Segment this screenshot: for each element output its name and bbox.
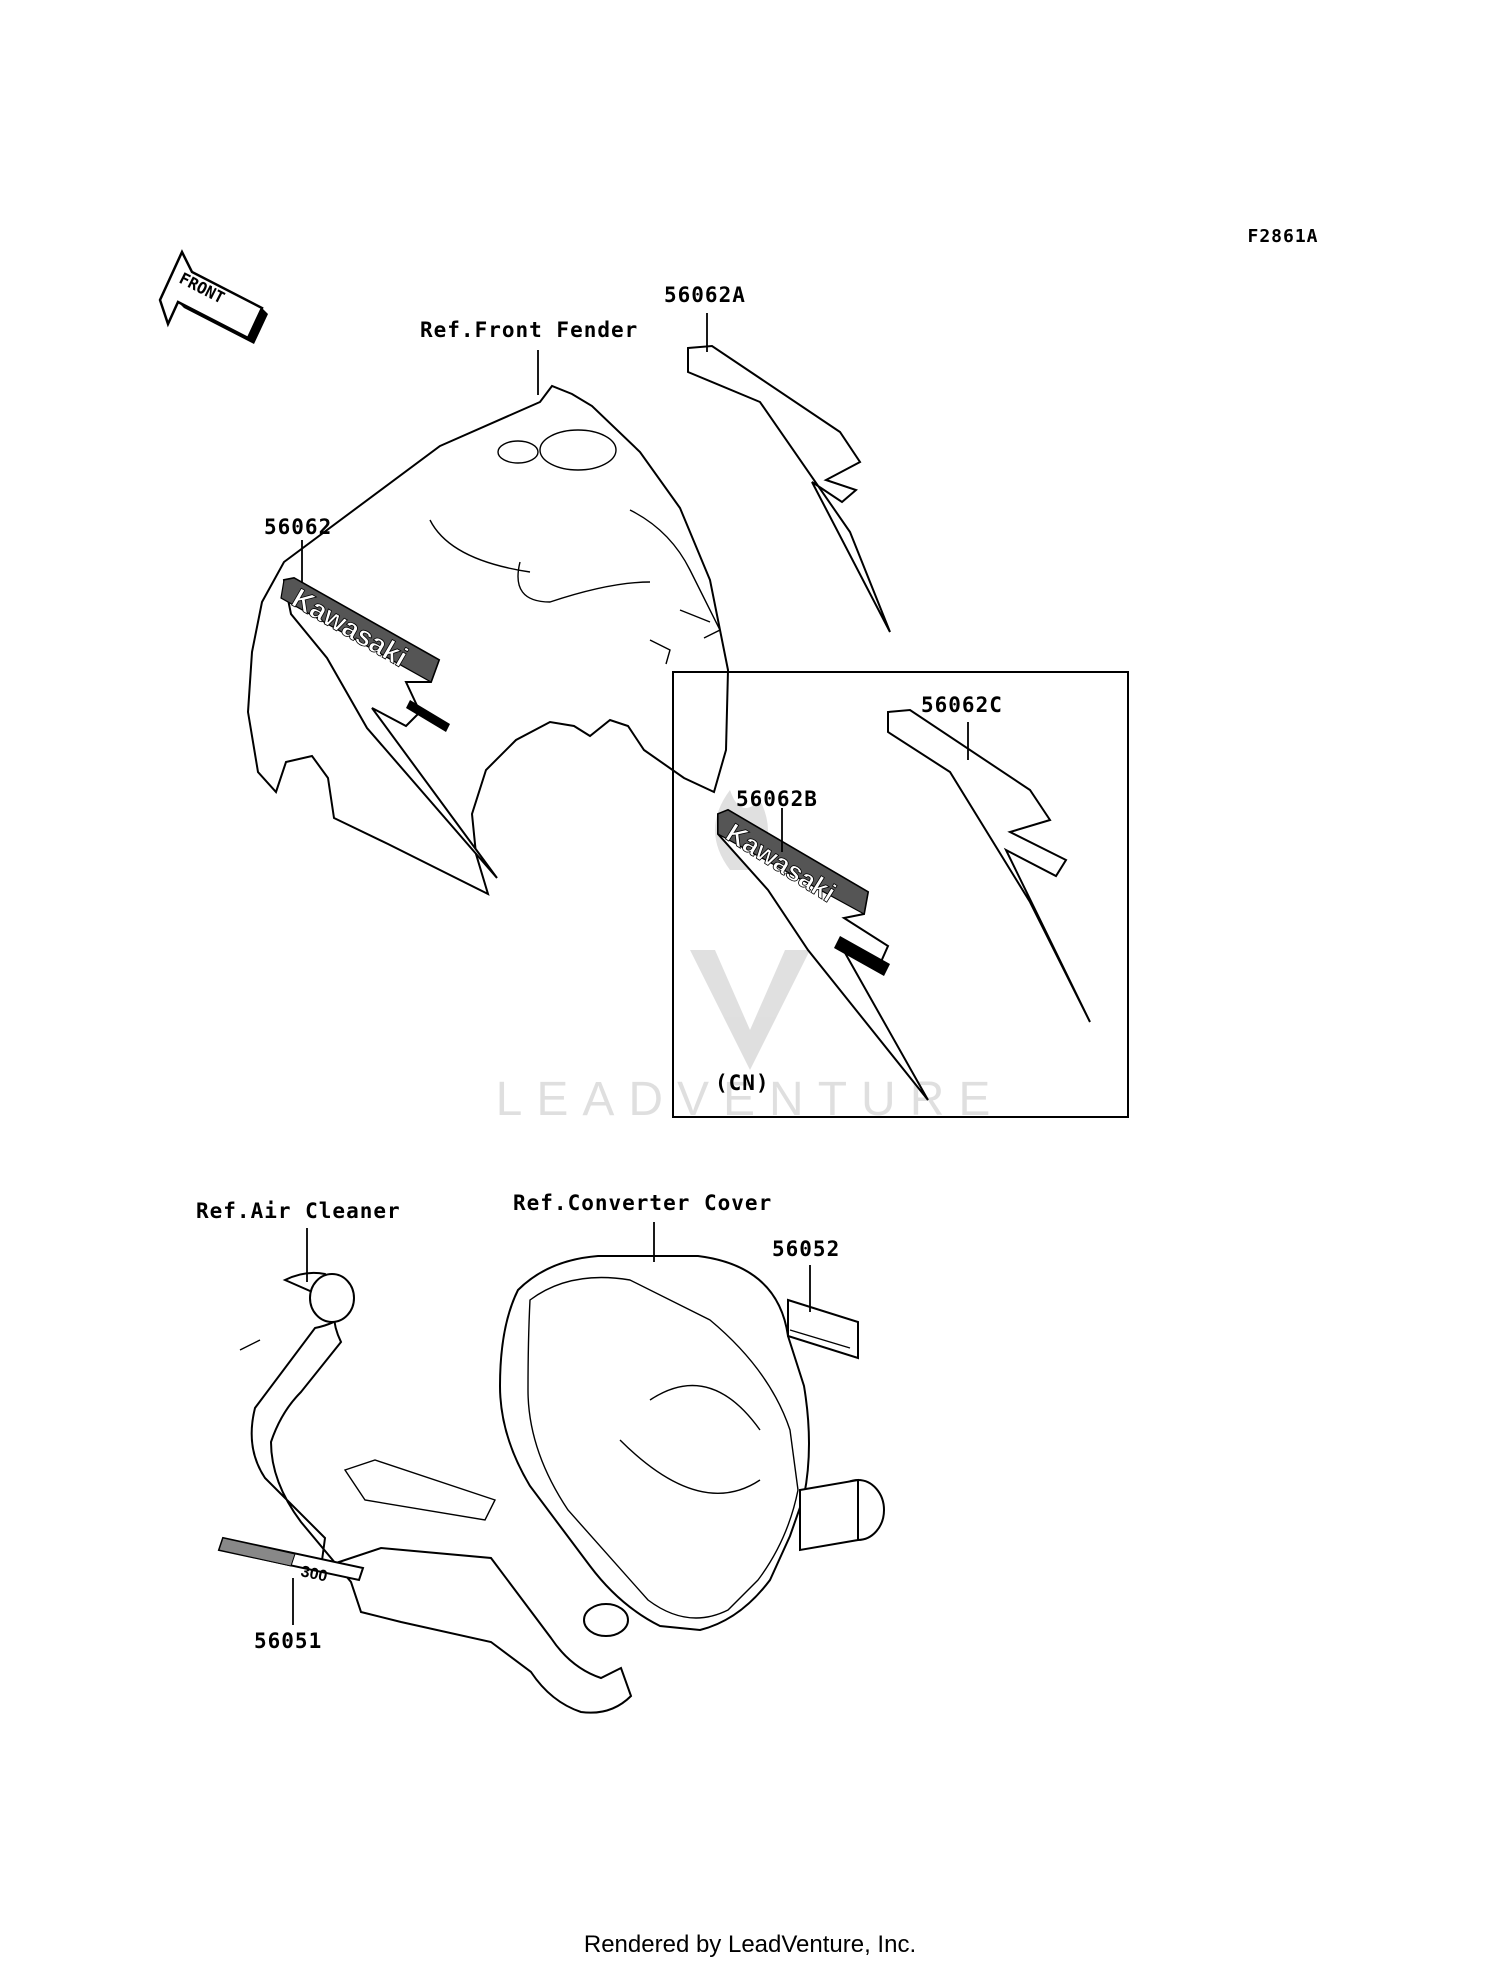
diagram-code: F2861A [1247, 226, 1318, 247]
front-arrow-icon: FRONT [158, 249, 268, 344]
decal-56051-model-text: 300 [299, 1563, 329, 1585]
decal-56052-part [787, 1298, 859, 1360]
label-56062A: 56062A [664, 283, 746, 307]
label-ref-converter-cover: Ref.Converter Cover [513, 1191, 772, 1215]
label-56051: 56051 [254, 1629, 322, 1653]
label-56062: 56062 [264, 515, 332, 539]
decal-56062C-part [887, 708, 1091, 1023]
watermark-v-icon [690, 950, 810, 1070]
label-56062B: 56062B [736, 787, 818, 811]
label-ref-front-fender: Ref.Front Fender [420, 318, 638, 342]
air-cleaner-part [239, 1271, 633, 1714]
decal-56051-part: 300 [217, 1536, 365, 1585]
converter-cover-part [498, 1255, 885, 1632]
label-ref-air-cleaner: Ref.Air Cleaner [196, 1199, 401, 1223]
footer-credit: Rendered by LeadVenture, Inc. [584, 1931, 916, 1958]
front-fender-part [246, 384, 730, 896]
label-56062C: 56062C [921, 693, 1003, 717]
cn-variant-box [672, 671, 1129, 1118]
label-region-cn: (CN) [715, 1071, 770, 1095]
label-56052: 56052 [772, 1237, 840, 1261]
decal-56062A-part [687, 344, 891, 633]
